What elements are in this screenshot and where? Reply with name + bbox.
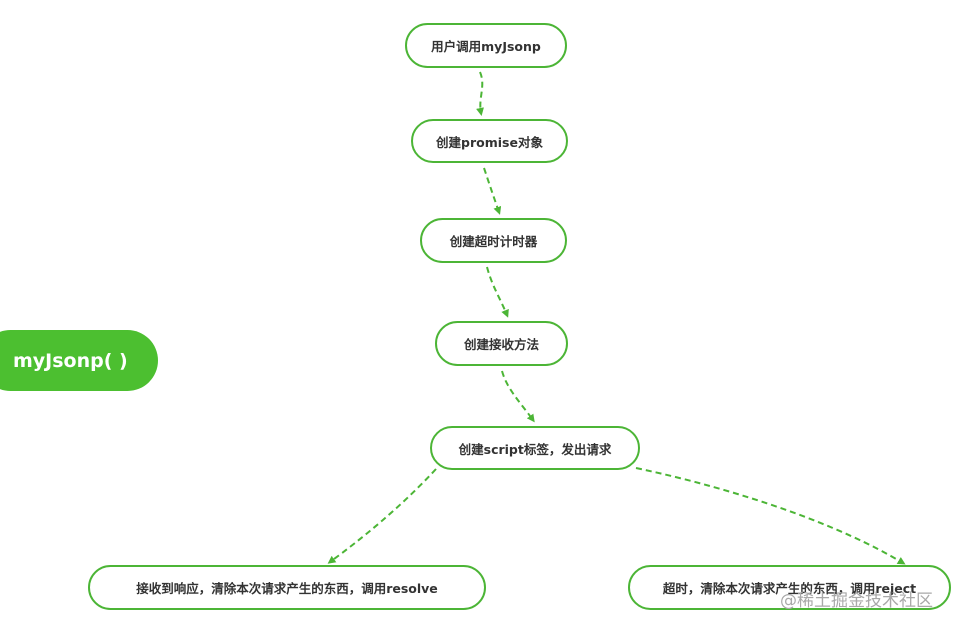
arrow-script-to-reject [635, 467, 906, 565]
node-reject: 超时，清除本次请求产生的东西，调用reject [628, 565, 951, 610]
arrow-call-to-promise [476, 71, 484, 116]
arrow-promise-to-timer [483, 167, 502, 215]
node-resolve: 接收到响应，清除本次请求产生的东西，调用resolve [88, 565, 486, 610]
arrow-receiver-to-script [501, 370, 535, 423]
arrow-script-to-resolve [327, 468, 437, 564]
node-create-receiver: 创建接收方法 [435, 321, 568, 366]
node-create-promise: 创建promise对象 [411, 119, 568, 163]
node-create-script: 创建script标签，发出请求 [430, 426, 640, 470]
arrow-timer-to-receiver [486, 266, 509, 318]
node-create-timer: 创建超时计时器 [420, 218, 567, 263]
watermark: @稀土掘金技术社区 [780, 591, 933, 611]
root-node: myJsonp( ) [0, 330, 158, 391]
node-call-myjsonp: 用户调用myJsonp [405, 23, 567, 68]
